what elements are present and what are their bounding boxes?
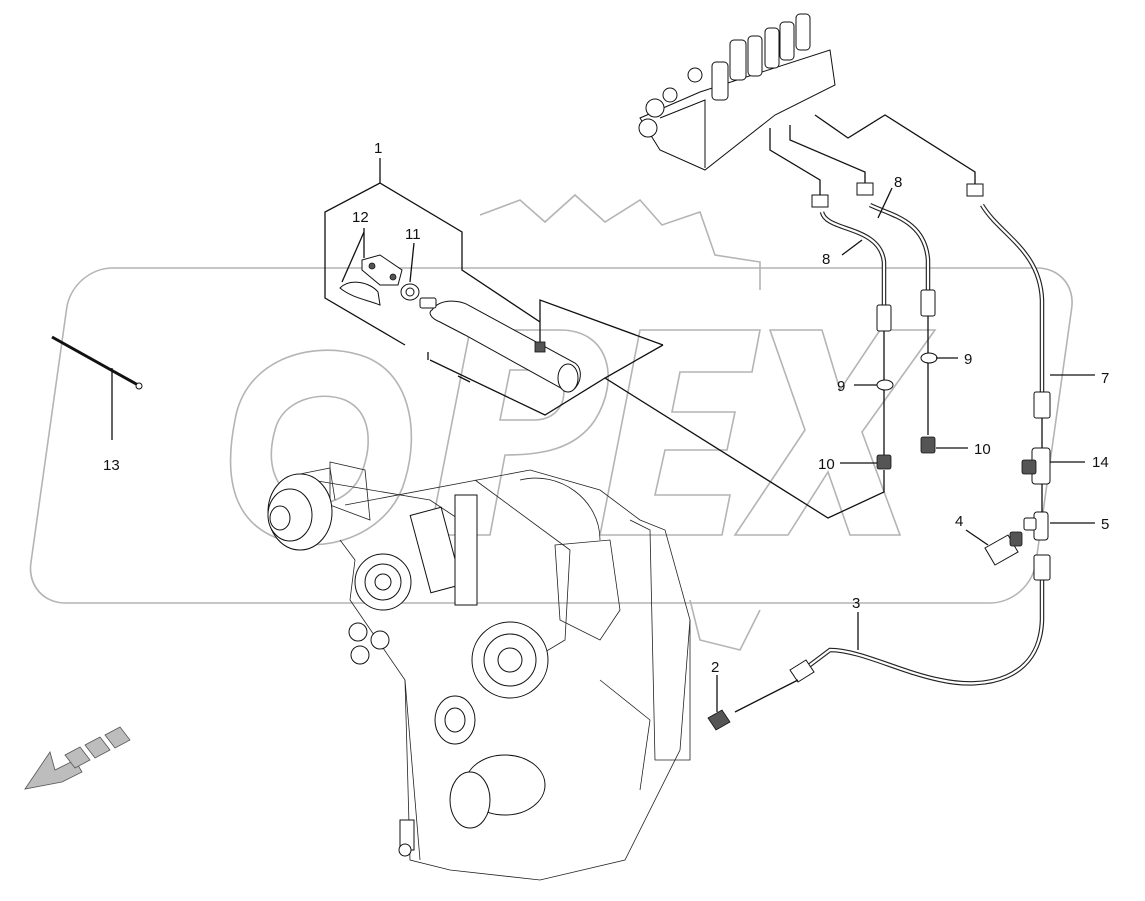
callout-7: 7 xyxy=(1101,370,1109,387)
callout-13: 13 xyxy=(103,457,120,474)
callout-8-lower: 8 xyxy=(822,251,830,268)
control-valve-block xyxy=(638,13,836,171)
callout-5: 5 xyxy=(1101,516,1109,533)
callout-9-left: 9 xyxy=(837,378,845,395)
callout-4: 4 xyxy=(955,513,963,530)
callout-14: 14 xyxy=(1092,454,1109,471)
callout-9-right: 9 xyxy=(964,351,972,368)
coupling-assembly xyxy=(707,418,1051,731)
callout-1: 1 xyxy=(374,140,382,157)
pipe-part-13 xyxy=(51,335,143,390)
opex-watermark xyxy=(29,193,1073,651)
direction-arrow xyxy=(24,726,131,790)
callout-2: 2 xyxy=(711,659,719,676)
cylinder-kit xyxy=(324,182,664,416)
callout-labels: 1 2 3 4 5 7 8 8 9 9 10 10 11 12 13 14 xyxy=(103,140,1109,676)
callout-11: 11 xyxy=(405,226,421,243)
callout-10-left: 10 xyxy=(818,456,835,473)
callout-3: 3 xyxy=(852,595,860,612)
callout-8-upper: 8 xyxy=(894,174,902,191)
callout-12: 12 xyxy=(352,209,369,226)
callout-10-right: 10 xyxy=(974,441,991,458)
leader-lines xyxy=(111,158,1095,712)
gearbox-assembly xyxy=(267,461,691,881)
